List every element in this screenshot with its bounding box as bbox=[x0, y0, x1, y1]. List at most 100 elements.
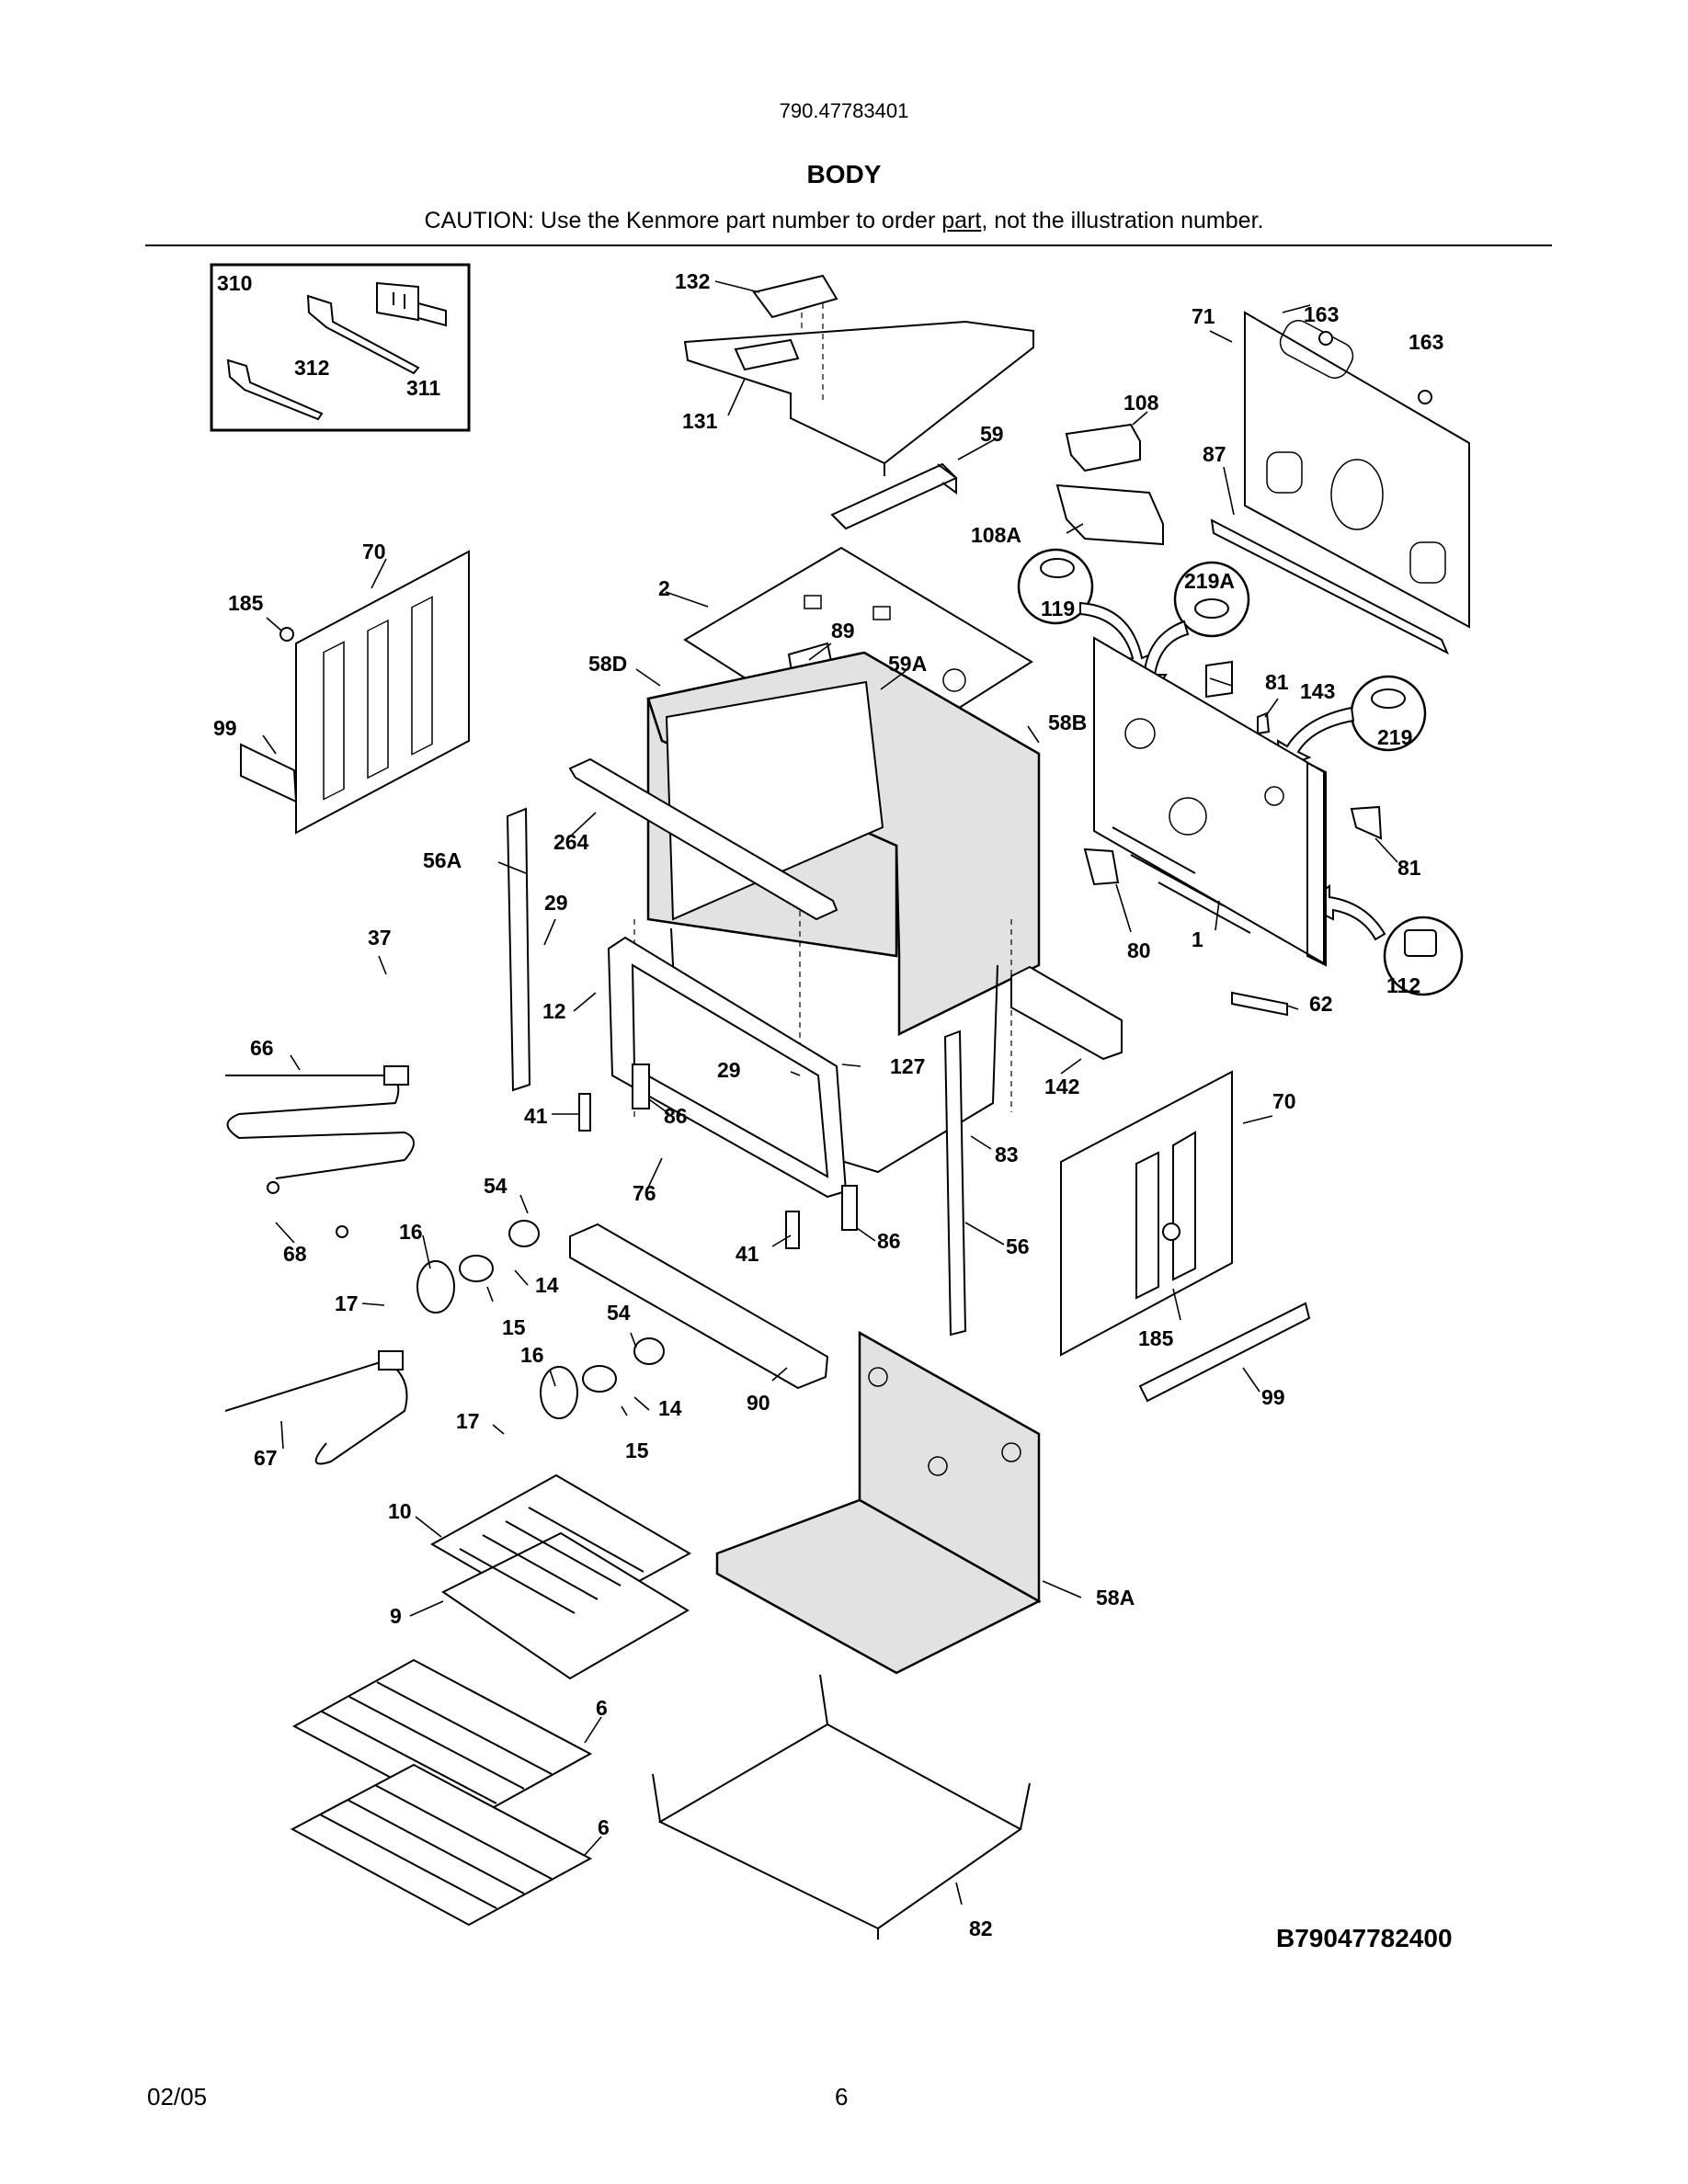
callout-label: 264 bbox=[553, 830, 589, 854]
callout-label: 56 bbox=[1006, 1234, 1030, 1258]
callout-label: 12 bbox=[542, 999, 566, 1023]
right-side-panel-70 bbox=[1060, 1070, 1311, 1403]
callout-circles bbox=[1017, 548, 1464, 996]
footer-date: 02/05 bbox=[147, 2083, 208, 2110]
callout-label: 59A bbox=[888, 652, 927, 676]
callout-label: 112 bbox=[1386, 973, 1420, 997]
left-side-panel-70 bbox=[240, 550, 470, 835]
caution-text: CAUTION: Use the Kenmore part number to … bbox=[424, 208, 942, 233]
callout-label: 68 bbox=[283, 1242, 307, 1266]
callout-label: 82 bbox=[969, 1917, 993, 1940]
callout-label: 41 bbox=[524, 1104, 548, 1128]
callout-label: 219A bbox=[1184, 569, 1235, 593]
trim-90 bbox=[569, 1223, 829, 1390]
callout-label: 58A bbox=[1096, 1586, 1135, 1610]
callout-label: 87 bbox=[1203, 442, 1226, 466]
callout-label: 163 bbox=[1409, 330, 1443, 354]
header-rule bbox=[145, 245, 1552, 246]
callout-label: 15 bbox=[502, 1315, 526, 1339]
callout-label: 14 bbox=[535, 1273, 559, 1297]
duct-59 bbox=[830, 462, 958, 530]
callout-label: 1 bbox=[1192, 927, 1203, 951]
model-number: 790.47783401 bbox=[779, 99, 909, 122]
caution-note: CAUTION: Use the Kenmore part number to … bbox=[0, 208, 1688, 234]
rear-panel-1 bbox=[1093, 636, 1327, 967]
callout-label: 66 bbox=[250, 1036, 274, 1060]
callout-label: 81 bbox=[1397, 856, 1421, 880]
callout-label: 14 bbox=[658, 1396, 682, 1420]
callout-label: 86 bbox=[877, 1229, 901, 1253]
callout-label: 62 bbox=[1309, 992, 1333, 1016]
callout-label: 41 bbox=[736, 1242, 759, 1266]
callout-label: 17 bbox=[335, 1291, 359, 1315]
callout-label: 29 bbox=[717, 1058, 741, 1082]
callout-label: 54 bbox=[607, 1301, 631, 1325]
callout-label: 90 bbox=[747, 1391, 770, 1415]
callout-label: 37 bbox=[368, 926, 392, 950]
callout-label: 99 bbox=[1261, 1385, 1285, 1409]
callout-label: 54 bbox=[484, 1174, 508, 1198]
callout-label: 29 bbox=[544, 891, 568, 915]
oven-lamps bbox=[416, 1220, 665, 1419]
callout-label: 132 bbox=[675, 269, 710, 293]
heating-elements bbox=[224, 1065, 415, 1465]
callout-label: 312 bbox=[294, 356, 329, 380]
callout-label: 86 bbox=[664, 1104, 688, 1128]
callout-label: 163 bbox=[1304, 302, 1339, 326]
drawing-code: B79047782400 bbox=[1276, 1924, 1453, 1952]
callout-label: 310 bbox=[217, 271, 252, 295]
back-panel-71 bbox=[1210, 311, 1470, 655]
callout-label: 17 bbox=[456, 1409, 480, 1433]
base-82 bbox=[652, 1674, 1031, 1939]
callout-label: 59 bbox=[980, 422, 1004, 446]
callout-label: 108 bbox=[1123, 391, 1159, 415]
callout-label: 67 bbox=[254, 1446, 278, 1470]
caution-text-end: , not the illustration number. bbox=[981, 208, 1264, 233]
callout-label: 58B bbox=[1048, 711, 1087, 734]
brackets-41-86 bbox=[578, 1064, 858, 1249]
top-cover-assembly bbox=[683, 274, 1034, 476]
callout-label: 185 bbox=[228, 591, 264, 615]
callout-label: 2 bbox=[658, 576, 670, 600]
callout-label: 119 bbox=[1041, 597, 1075, 620]
callout-labels: 310312311132131163163711085987108A701852… bbox=[213, 269, 1443, 1940]
leader-lines bbox=[262, 280, 1398, 1905]
frame-264 bbox=[568, 757, 838, 921]
callout-label: 131 bbox=[682, 409, 718, 433]
section-title: BODY bbox=[806, 160, 882, 188]
caution-underlined-word: part bbox=[941, 208, 982, 233]
callout-label: 142 bbox=[1044, 1075, 1079, 1098]
callout-label: 15 bbox=[625, 1439, 649, 1462]
callout-label: 311 bbox=[406, 376, 440, 400]
callout-label: 81 bbox=[1265, 670, 1289, 694]
callout-label: 6 bbox=[598, 1815, 610, 1839]
callout-label: 99 bbox=[213, 716, 237, 740]
callout-label: 89 bbox=[831, 619, 855, 643]
callout-label: 58D bbox=[588, 652, 627, 676]
callout-label: 83 bbox=[995, 1143, 1019, 1166]
footer-page-number: 6 bbox=[835, 2083, 849, 2110]
callout-label: 70 bbox=[362, 540, 386, 563]
callout-label: 56A bbox=[423, 848, 462, 872]
callout-label: 16 bbox=[399, 1220, 423, 1244]
callout-label: 108A bbox=[971, 523, 1021, 547]
bracket-142 bbox=[1010, 965, 1123, 1061]
callout-label: 16 bbox=[520, 1343, 544, 1367]
small-brackets bbox=[1083, 660, 1383, 1017]
callout-label: 219 bbox=[1377, 725, 1412, 749]
callout-label: 71 bbox=[1192, 304, 1215, 328]
callout-label: 80 bbox=[1127, 938, 1151, 962]
bottom-wrapper-58A bbox=[715, 1330, 1042, 1675]
part-108 bbox=[1055, 423, 1164, 546]
callout-label: 6 bbox=[596, 1696, 608, 1720]
callout-label: 76 bbox=[633, 1181, 656, 1205]
callout-label: 185 bbox=[1138, 1326, 1174, 1350]
callout-label: 127 bbox=[890, 1054, 925, 1078]
hinges bbox=[506, 807, 967, 1337]
callout-label: 9 bbox=[390, 1604, 402, 1628]
broil-pan bbox=[429, 1473, 692, 1680]
callout-label: 10 bbox=[388, 1499, 412, 1523]
callout-label: 143 bbox=[1300, 679, 1335, 703]
callout-label: 70 bbox=[1272, 1089, 1296, 1113]
